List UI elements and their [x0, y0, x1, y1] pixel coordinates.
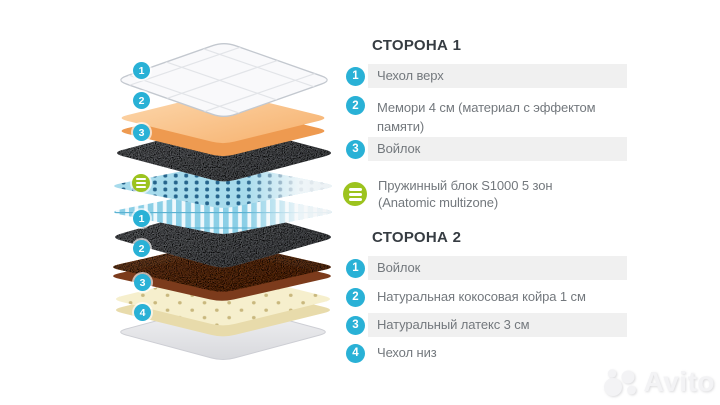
item-label: Чехол низ — [377, 345, 437, 360]
item-number-badge: 2 — [346, 287, 365, 307]
mattress-diagram — [113, 42, 332, 361]
list-item-side1-1: 1 Чехол верх — [346, 64, 444, 88]
avito-watermark: Avito — [601, 365, 715, 399]
list-item-side1-2: 2 Мемори 4 см (материал с эффектом памят… — [346, 96, 615, 136]
spring-block-label: Пружинный блок S1000 5 зон (Anatomic mul… — [378, 177, 553, 211]
spring-label-line2: (Anatomic multizone) — [378, 195, 499, 210]
list-item-side1-3: 3 Войлок — [346, 137, 420, 161]
item-label: Войлок — [377, 260, 421, 275]
row-highlight — [368, 313, 627, 337]
mattress-badge-2-bottom: 2 — [133, 240, 150, 257]
row-highlight — [368, 64, 627, 88]
item-number-badge: 2 — [346, 96, 365, 115]
springs-icon — [132, 174, 150, 192]
mattress-badge-1-top: 1 — [133, 62, 150, 79]
spring-block-row: Пружинный блок S1000 5 зон (Anatomic mul… — [343, 177, 553, 211]
mattress-badge-1-bottom: 1 — [133, 210, 150, 227]
item-number-badge: 3 — [346, 139, 365, 159]
mattress-badge-3-bottom: 3 — [134, 274, 151, 291]
item-label: Мемори 4 см (материал с эффектом памяти) — [377, 100, 596, 134]
mattress-badge-4-bottom: 4 — [134, 304, 151, 321]
item-number-badge: 1 — [346, 66, 365, 86]
item-label: Войлок — [377, 141, 421, 156]
item-label: Натуральная кокосовая койра 1 см — [377, 289, 586, 304]
side1-title: СТОРОНА 1 — [372, 37, 462, 54]
list-item-side2-3: 3 Натуральный латекс 3 см — [346, 313, 530, 337]
spring-label-line1: Пружинный блок S1000 5 зон — [378, 178, 553, 193]
item-label: Чехол верх — [377, 68, 444, 83]
item-number-badge: 4 — [346, 343, 365, 363]
side2-title: СТОРОНА 2 — [372, 229, 462, 246]
item-number-badge: 1 — [346, 258, 365, 278]
avito-logo-icon — [603, 369, 636, 396]
item-number-badge: 3 — [346, 315, 365, 335]
mattress-badge-3-top: 3 — [133, 124, 150, 141]
mattress-badge-2-top: 2 — [133, 92, 150, 109]
list-item-side2-1: 1 Войлок — [346, 256, 420, 280]
springs-icon — [343, 182, 367, 206]
watermark-text: Avito — [643, 366, 715, 397]
item-label: Натуральный латекс 3 см — [377, 317, 530, 332]
list-item-side2-4: 4 Чехол низ — [346, 341, 437, 365]
row-highlight — [368, 256, 627, 280]
list-item-side2-2: 2 Натуральная кокосовая койра 1 см — [346, 285, 586, 309]
row-highlight — [368, 137, 627, 161]
